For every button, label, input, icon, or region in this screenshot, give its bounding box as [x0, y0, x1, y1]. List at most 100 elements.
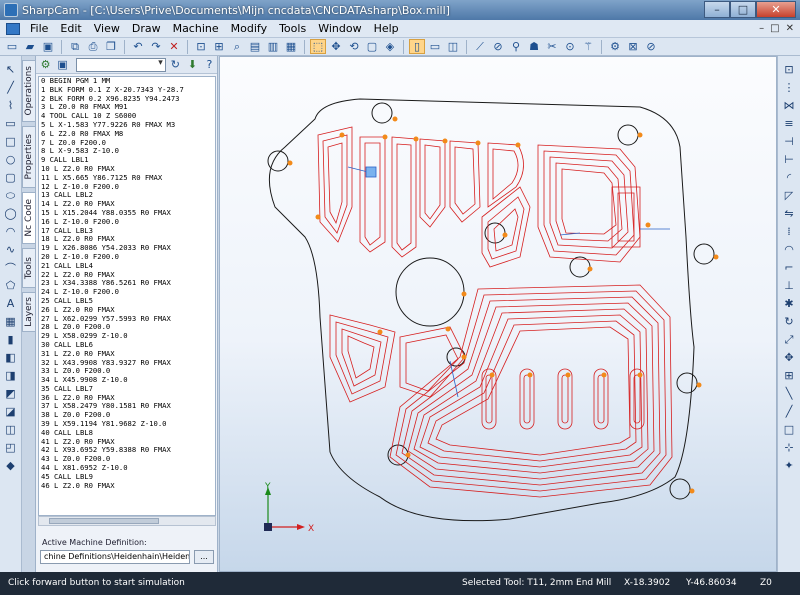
diamond-icon[interactable]: ◆ [6, 459, 15, 472]
view-side-icon[interactable]: ◩ [5, 387, 16, 400]
tool-icon[interactable]: ⚲ [511, 40, 521, 53]
explode-icon[interactable]: ✱ [784, 297, 794, 310]
nc-help-icon[interactable]: ? [206, 58, 213, 71]
fillet-icon[interactable]: ◜ [786, 171, 792, 184]
mirror-icon[interactable]: ⇋ [784, 207, 794, 220]
arc-tool-icon[interactable]: ◠ [784, 243, 794, 256]
print-preview-icon[interactable]: ⧉ [71, 39, 79, 53]
snap-icon[interactable]: ⊹ [784, 441, 794, 454]
document-icon[interactable] [6, 22, 20, 35]
delete-icon[interactable]: ✕ [169, 40, 179, 53]
shaded-icon[interactable]: ◈ [385, 40, 395, 53]
tab-tools[interactable]: Tools [22, 248, 36, 288]
pointer-icon[interactable]: ↖ [5, 63, 16, 76]
tab-nc-code[interactable]: Nc Code [22, 192, 36, 244]
move-icon[interactable]: ✥ [784, 351, 794, 364]
tangent-icon[interactable]: ⊥ [784, 279, 794, 292]
nc-postprocessor-select[interactable] [76, 57, 166, 72]
view-bottom-icon[interactable]: ◪ [5, 405, 16, 418]
tab-layers[interactable]: Layers [22, 292, 36, 332]
offset-icon[interactable]: ⊡ [784, 63, 794, 76]
line-icon[interactable]: ╱ [7, 81, 14, 94]
close-button[interactable]: ✕ [756, 1, 796, 18]
extend-icon[interactable]: ⊢ [784, 153, 794, 166]
undo-icon[interactable]: ↶ [133, 40, 143, 53]
new-file-icon[interactable]: ▭ [6, 40, 18, 53]
view-box-icon[interactable]: ▢ [366, 40, 378, 53]
circle-center-icon[interactable]: ◯ [4, 207, 17, 220]
trim-icon[interactable]: ⊣ [784, 135, 794, 148]
nc-export-icon[interactable]: ⬇ [187, 58, 198, 71]
nc-horizontal-scrollbar[interactable] [38, 516, 216, 526]
redo-icon[interactable]: ↷ [151, 40, 161, 53]
view-iso-icon[interactable]: ◧ [5, 351, 16, 364]
mirror-icon[interactable]: ⊘ [646, 40, 656, 53]
toolpath-icon[interactable]: ⟋ [476, 39, 484, 53]
maximize-button[interactable]: □ [730, 1, 756, 18]
menu-draw[interactable]: Draw [131, 22, 161, 35]
view-front-icon[interactable]: ▥ [267, 40, 279, 53]
save-icon[interactable]: ▣ [42, 40, 54, 53]
text-icon[interactable]: A [6, 297, 15, 310]
zoom-window-icon[interactable]: ⊞ [214, 40, 224, 53]
spline-icon[interactable]: ∿ [5, 243, 16, 256]
rotate-icon[interactable]: ⟲ [349, 40, 359, 53]
curve-icon[interactable]: ⌒ [5, 261, 16, 275]
mdi-close-button[interactable]: ✕ [785, 23, 794, 34]
rectangle-icon[interactable]: ▭ [5, 117, 16, 130]
wand-icon[interactable]: ✦ [784, 459, 794, 472]
chamfer-icon[interactable]: ◸ [784, 189, 794, 202]
box-icon[interactable]: □ [783, 423, 795, 436]
zoom-icon[interactable]: ⌕ [233, 39, 241, 53]
split-icon[interactable]: ≡ [784, 117, 794, 130]
open-folder-icon[interactable]: ▰ [25, 40, 35, 53]
menu-view[interactable]: View [93, 22, 120, 35]
fill-icon[interactable]: ▮ [7, 333, 14, 346]
align-tool-icon[interactable]: ⊞ [784, 369, 794, 382]
wireframe-icon[interactable]: ▭ [429, 40, 441, 53]
select-icon[interactable]: ⬚ [310, 39, 326, 54]
square-icon[interactable]: □ [5, 135, 16, 148]
bend-icon[interactable]: ⌐ [784, 261, 794, 274]
scrollbar-thumb[interactable] [49, 518, 159, 524]
rotate-tool-icon[interactable]: ↻ [784, 315, 794, 328]
zoom-extents-icon[interactable]: ⊡ [196, 40, 206, 53]
pan-icon[interactable]: ✥ [331, 40, 341, 53]
mdi-maximize-button[interactable]: □ [770, 23, 780, 34]
probe-icon[interactable]: ⊙ [565, 40, 575, 53]
view-left-icon[interactable]: ◰ [5, 441, 16, 454]
mdi-minimize-button[interactable]: – [759, 23, 765, 34]
view-cube-icon[interactable]: ◨ [5, 369, 16, 382]
print-icon[interactable]: ⎙ [88, 39, 98, 53]
copy-icon[interactable]: ❐ [106, 40, 116, 53]
array-icon[interactable]: ⁞ [787, 225, 791, 238]
measure-icon[interactable]: ✂ [547, 40, 557, 53]
stock-icon[interactable]: ▯ [409, 39, 425, 54]
cad-viewport[interactable]: Y X [219, 56, 777, 572]
shape-icon[interactable]: ⬠ [5, 279, 16, 292]
tab-properties[interactable]: Properties [22, 126, 36, 188]
scale-icon[interactable]: ⤢ [784, 332, 794, 346]
nc-refresh-icon[interactable]: ↻ [170, 58, 180, 71]
diagonal-icon[interactable]: ╱ [785, 405, 793, 418]
menu-window[interactable]: Window [318, 22, 362, 35]
simulate-icon[interactable]: ⊘ [493, 40, 503, 53]
menu-tools[interactable]: Tools [279, 22, 307, 35]
cut-icon[interactable]: ⚚ [583, 40, 593, 53]
view-back-icon[interactable]: ◫ [5, 423, 16, 436]
settings-icon[interactable]: ⚙ [610, 40, 620, 53]
line-tool-icon[interactable]: ╲ [785, 387, 793, 400]
view-split-icon[interactable]: ◫ [447, 40, 459, 53]
align-icon[interactable]: ⊠ [628, 40, 638, 53]
view-right-icon[interactable]: ▦ [285, 40, 297, 53]
nc-generate-icon[interactable]: ⚙ [40, 58, 51, 71]
image-icon[interactable]: ▦ [5, 315, 16, 328]
machine-definition-field[interactable]: chine Definitions\Heidenhain\Heidenhain.… [40, 550, 190, 564]
polyline-icon[interactable]: ⌇ [7, 99, 14, 112]
tab-operations[interactable]: Operations [22, 60, 36, 122]
arc-icon[interactable]: ◠ [5, 225, 16, 238]
minimize-button[interactable]: – [704, 1, 730, 18]
view-top-icon[interactable]: ▤ [249, 40, 261, 53]
menu-help[interactable]: Help [373, 22, 399, 35]
